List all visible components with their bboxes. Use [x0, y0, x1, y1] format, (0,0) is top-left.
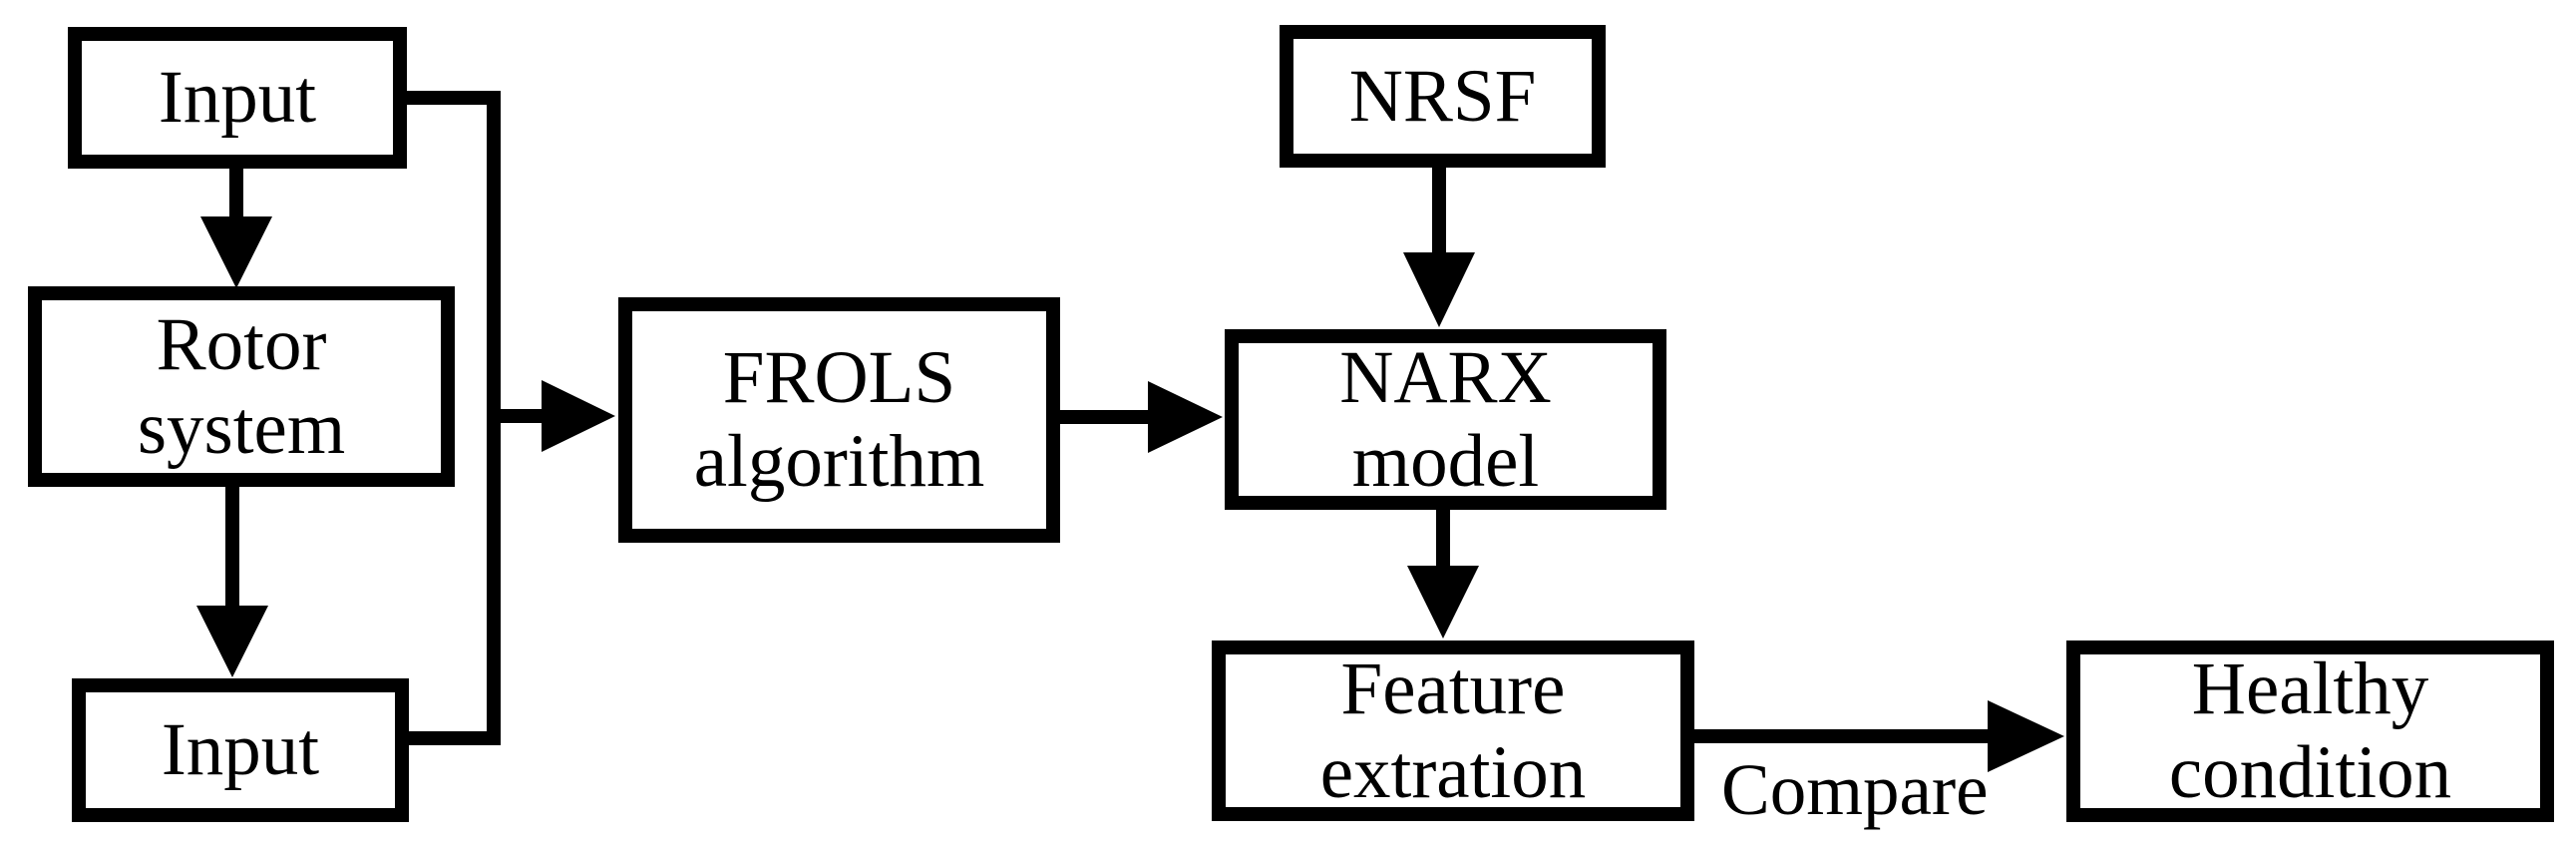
node-narx-model: NARX model	[1225, 329, 1666, 510]
node-narx-line2: model	[1351, 419, 1540, 503]
node-rotor-line1: Rotor	[156, 302, 327, 386]
node-input-bottom-label: Input	[161, 708, 320, 791]
node-nrsf: NRSF	[1280, 25, 1606, 168]
arrow-merge-to-frols	[494, 380, 615, 452]
node-healthy-line2: condition	[2168, 731, 2452, 814]
node-input-top: Input	[68, 27, 407, 169]
node-healthy-condition: Healthy condition	[2066, 640, 2554, 822]
arrowhead-right-icon	[1988, 700, 2064, 772]
arrowhead-down-icon	[200, 216, 272, 288]
node-feature-extration: Feature extration	[1212, 640, 1694, 821]
arrow-narx-to-feature	[1407, 509, 1479, 639]
node-narx-line1: NARX	[1339, 335, 1552, 419]
node-rotor-system: Rotor system	[28, 286, 455, 487]
node-rotor-line2: system	[137, 386, 346, 470]
arrow-input-top-to-rotor	[200, 168, 272, 288]
node-feature-line1: Feature	[1340, 646, 1566, 730]
arrowhead-right-icon	[1148, 381, 1223, 453]
arrow-frols-to-narx	[1059, 381, 1223, 453]
node-frols-algorithm: FROLS algorithm	[618, 297, 1060, 543]
node-frols-line2: algorithm	[693, 420, 985, 503]
node-frols-line1: FROLS	[722, 336, 956, 419]
node-feature-line2: extration	[1319, 730, 1587, 814]
arrowhead-down-icon	[196, 606, 268, 677]
node-healthy-line1: Healthy	[2191, 647, 2429, 730]
arrow-rotor-to-input-bottom	[196, 486, 268, 677]
arrowhead-down-icon	[1403, 252, 1475, 327]
arrowhead-right-icon	[542, 380, 615, 452]
edge-label-compare: Compare	[1721, 749, 1989, 830]
node-nrsf-label: NRSF	[1348, 54, 1537, 138]
node-input-top-label: Input	[158, 56, 317, 139]
arrow-feature-to-healthy	[1693, 700, 2064, 772]
node-input-bottom: Input	[72, 678, 409, 822]
arrow-nrsf-to-narx	[1403, 167, 1475, 327]
arrowhead-down-icon	[1407, 566, 1479, 639]
